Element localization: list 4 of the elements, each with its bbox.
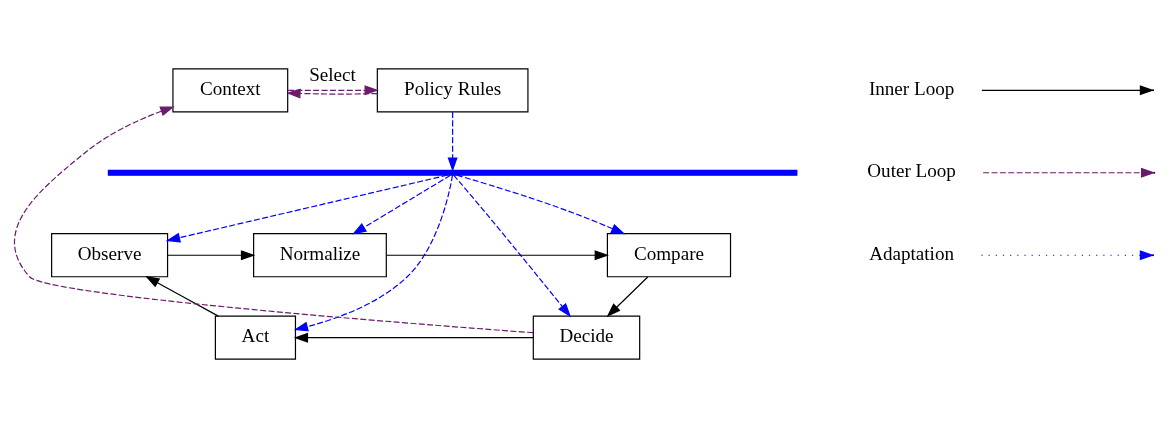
legend-label: Outer Loop xyxy=(867,160,956,182)
edge-label: Select xyxy=(309,63,356,85)
legend-label: Inner Loop xyxy=(868,77,955,99)
legend-label: Adaptation xyxy=(869,242,955,264)
